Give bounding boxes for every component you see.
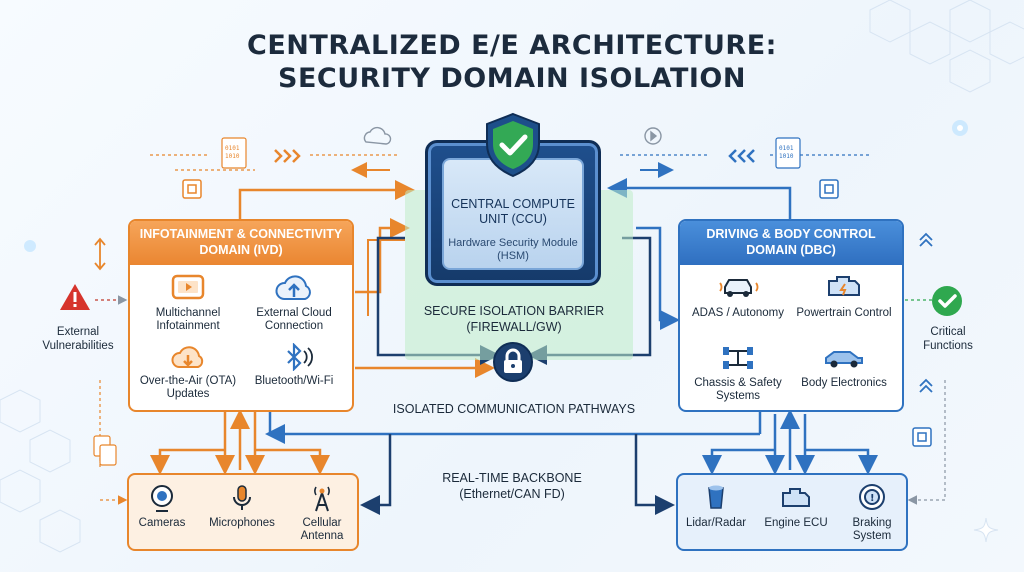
binary-doc-icon-left: 0101 1010 (221, 137, 247, 169)
sensor-label: Engine ECU (764, 517, 828, 529)
sensor-cameras: Cameras (131, 483, 193, 530)
sensor-microphones: Microphones (197, 483, 287, 530)
dbc-item-label: Chassis & Safety Systems (694, 377, 782, 402)
backbone-line2: (Ethernet/CAN FD) (459, 487, 565, 501)
sensor-label: Cellular Antenna (300, 517, 344, 542)
sensor-lidar: Lidar/Radar (680, 483, 752, 530)
ivd-item-label: Over-the-Air (OTA) Updates (139, 375, 237, 400)
sensor-label: Microphones (209, 517, 275, 529)
dbc-item-label: Body Electronics (801, 377, 887, 389)
page-title-line1: CENTRALIZED E/E ARCHITECTURE: (247, 30, 777, 61)
sensor-antenna: Cellular Antenna (287, 483, 357, 543)
critical-functions-label: Critical Functions (923, 326, 973, 352)
hexagon-pattern (0, 0, 1024, 553)
barrier-line2: (FIREWALL/GW) (466, 320, 562, 334)
svg-text:0101: 0101 (779, 145, 794, 152)
brake-icon: ! (859, 484, 885, 510)
dbc-item-body: Body Electronics (792, 343, 896, 390)
chevrons-up-icon (919, 232, 933, 393)
ccu-title: CENTRAL COMPUTE UNIT (CCU) (451, 197, 575, 226)
chevrons-right-icon (274, 149, 301, 163)
svg-text:1010: 1010 (779, 153, 794, 160)
ivd-item-label: Multichannel Infotainment (155, 307, 221, 332)
sensors-left-panel: Cameras Microphones Cellular Antenna (127, 473, 359, 551)
sensor-label: Cameras (138, 517, 186, 529)
ccu-subtitle: Hardware Security Module (HSM) (448, 237, 578, 262)
chassis-icon (723, 347, 753, 369)
ivd-item-bluetooth: Bluetooth/Wi-Fi (242, 343, 346, 388)
car-sensor-icon (719, 279, 759, 297)
sensor-braking: ! Braking System (838, 483, 906, 543)
ivd-domain-title: INFOTAINMENT & CONNECTIVITY DOMAIN (IVD) (130, 221, 352, 265)
ivd-domain-panel: INFOTAINMENT & CONNECTIVITY DOMAIN (IVD)… (128, 219, 354, 412)
svg-text:!: ! (870, 493, 875, 504)
ivd-item-label: Bluetooth/Wi-Fi (254, 375, 334, 387)
cloud-download-icon (171, 346, 204, 368)
play-circle-icon (644, 127, 662, 145)
dbc-item-label: Powertrain Control (796, 307, 892, 319)
sensor-label: Braking System (852, 517, 892, 542)
external-vulnerabilities-label: External Vulnerabilities (42, 326, 114, 352)
bluetooth-icon (287, 343, 313, 371)
ivd-item-label: External Cloud Connection (256, 307, 332, 332)
cloud-upload-icon (275, 275, 311, 300)
dbc-domain-panel: DRIVING & BODY CONTROL DOMAIN (DBC) ADAS… (678, 219, 904, 412)
dbc-item-powertrain: Powertrain Control (792, 271, 896, 320)
lidar-icon (708, 485, 724, 509)
double-arrow-icon (94, 237, 106, 271)
document-icon (93, 435, 117, 466)
ivd-item-cloud: External Cloud Connection (242, 273, 346, 333)
pathways-label: ISOLATED COMMUNICATION PATHWAYS (392, 402, 636, 416)
sparkle-icon (972, 516, 1000, 549)
chevrons-left-icon (728, 149, 755, 163)
svg-text:1010: 1010 (225, 153, 240, 160)
shield-check-icon (483, 112, 543, 183)
dbc-item-adas: ADAS / Autonomy (688, 271, 788, 320)
ivd-item-infotainment: Multichannel Infotainment (138, 273, 238, 333)
antenna-icon (314, 486, 330, 512)
chip-icon-right (819, 179, 839, 199)
microphone-icon (233, 485, 251, 510)
page-title-line2: SECURITY DOMAIN ISOLATION (278, 63, 746, 94)
chip-icon-left (182, 179, 202, 199)
sensor-label: Lidar/Radar (685, 517, 747, 529)
tablet-play-icon (171, 274, 205, 300)
chip-icon-far-right (912, 427, 932, 447)
sensor-engine-ecu: Engine ECU (756, 483, 836, 530)
sensors-right-panel: Lidar/Radar Engine ECU ! Braking System (676, 473, 908, 551)
engine-icon (828, 276, 860, 296)
engine-ecu-icon (782, 488, 810, 507)
camera-icon (151, 485, 173, 512)
binary-doc-icon-right: 0101 1010 (775, 137, 801, 169)
dbc-item-label: ADAS / Autonomy (691, 307, 785, 319)
ivd-item-ota: Over-the-Air (OTA) Updates (138, 343, 238, 401)
barrier-line1: SECURE ISOLATION BARRIER (423, 304, 605, 318)
cloud-sync-icon (363, 126, 392, 145)
dbc-item-chassis: Chassis & Safety Systems (688, 343, 788, 403)
backbone-line1: REAL-TIME BACKBONE (442, 471, 582, 485)
svg-text:0101: 0101 (225, 145, 240, 152)
check-circle-icon (930, 284, 964, 323)
dbc-domain-title: DRIVING & BODY CONTROL DOMAIN (DBC) (680, 221, 902, 265)
car-body-icon (825, 351, 863, 368)
lock-icon (492, 341, 534, 388)
warning-icon (58, 282, 92, 317)
